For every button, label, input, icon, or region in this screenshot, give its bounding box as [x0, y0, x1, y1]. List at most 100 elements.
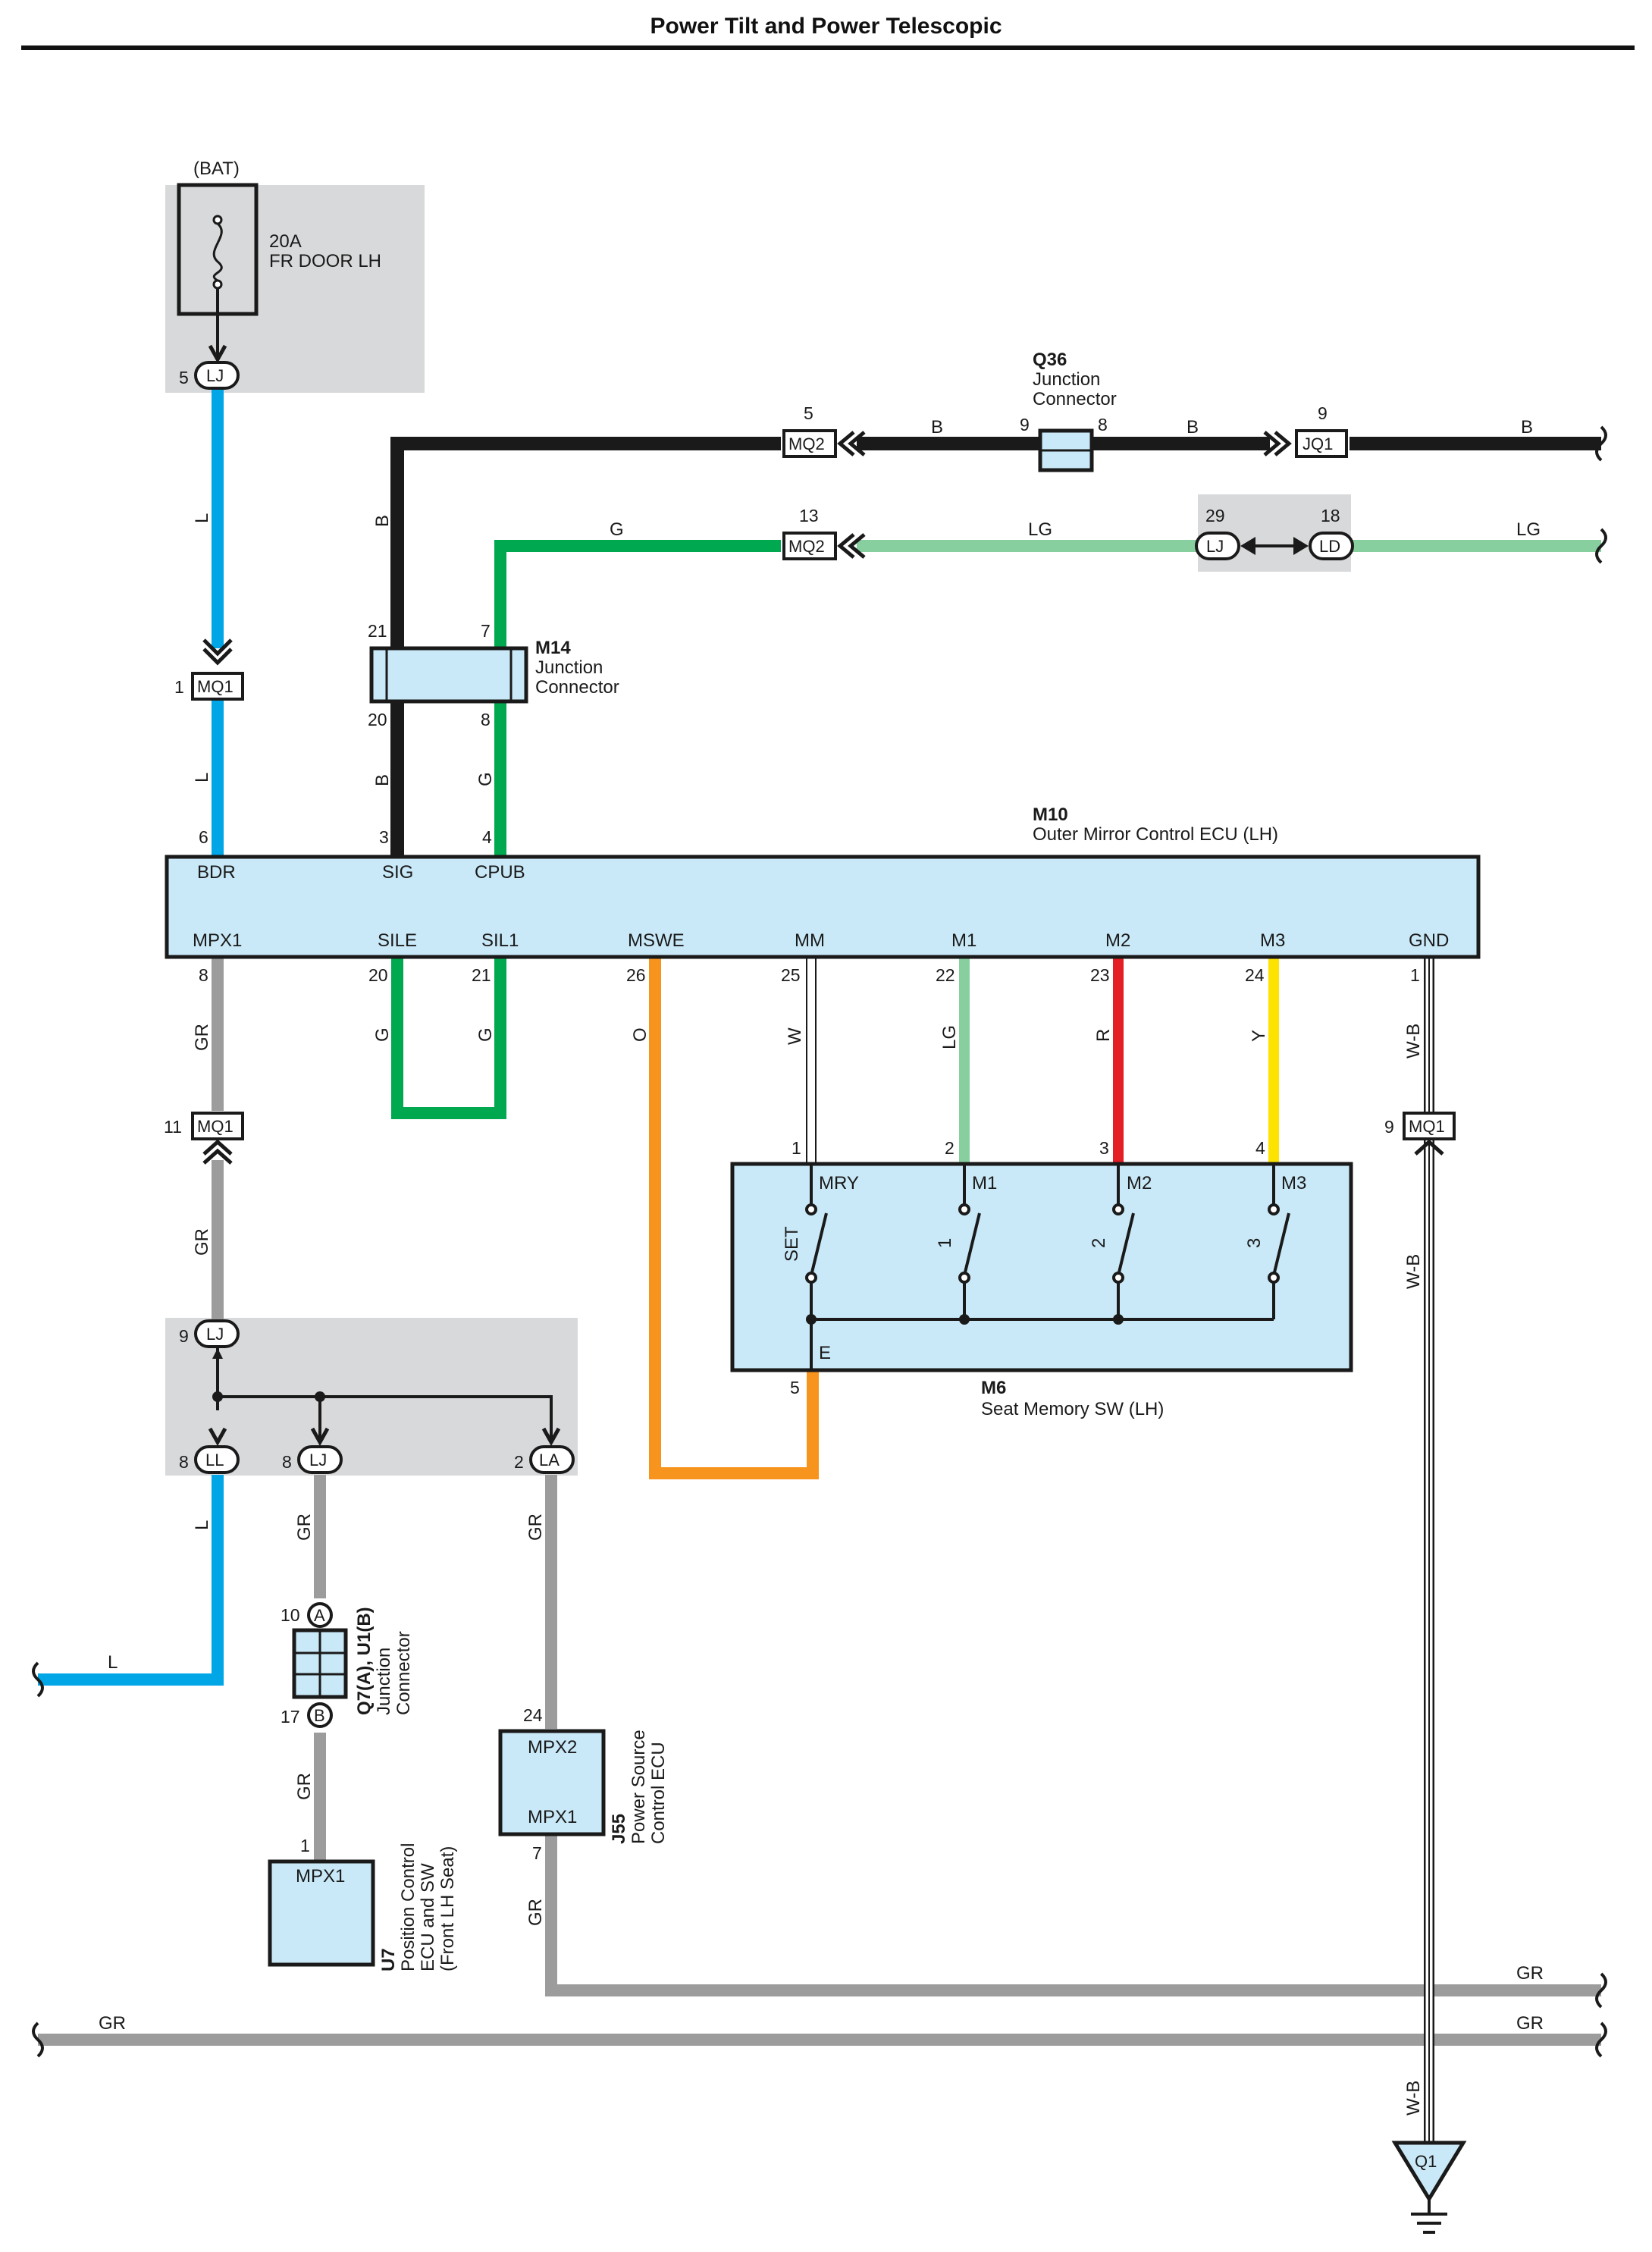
pin-22-m10: 22 — [936, 965, 955, 985]
m14-junction-connector — [369, 646, 528, 704]
wire-label-b-1: B — [372, 515, 393, 527]
m6-id: M6 — [981, 1378, 1006, 1398]
wire-end-gr-bottom-right — [1595, 2021, 1607, 2058]
q7-terminal-a-circle — [307, 1602, 333, 1628]
wire-label-l-2: L — [192, 773, 212, 783]
m14-line2: Connector — [535, 677, 619, 698]
wire-label-lg-2: LG — [939, 1025, 960, 1049]
m10-terminal-sil1: SIL1 — [481, 930, 519, 951]
wire-l-lower — [38, 1475, 224, 1686]
junction-dot — [315, 1391, 325, 1402]
junction-dot — [1113, 1314, 1124, 1325]
connector-la — [529, 1445, 575, 1474]
m6-label-2: 2 — [1089, 1238, 1109, 1248]
wire-end-gr-top — [1595, 1972, 1607, 2009]
pin-1-m10: 1 — [1410, 965, 1420, 985]
wire-label-l-1: L — [192, 513, 212, 523]
connector-mq1-9 — [1403, 1112, 1456, 1140]
m6-terminal-mry: MRY — [819, 1173, 859, 1193]
wire-label-b-top-2: B — [1186, 417, 1199, 438]
pin-11-mq1: 11 — [164, 1117, 182, 1137]
m10-terminal-gnd: GND — [1409, 930, 1449, 951]
j55-id: J55 — [609, 1814, 629, 1844]
chevron-up-icon — [202, 1139, 233, 1165]
chevron-up-icon — [1414, 1139, 1444, 1156]
pin-2-m6: 2 — [945, 1138, 955, 1158]
pin-29-lj: 29 — [1205, 506, 1225, 525]
m6-label-1: 1 — [935, 1238, 955, 1248]
wire-o-mswe — [649, 957, 819, 1479]
pin-9-lj: 9 — [179, 1326, 189, 1346]
arrow-down-icon — [541, 1427, 561, 1447]
ground-q1-label: Q1 — [1415, 2152, 1437, 2171]
q7u1-line2: Connector — [393, 1631, 414, 1715]
fuse-element-icon — [212, 222, 223, 282]
m6-switch-2 — [1112, 1164, 1135, 1319]
pin-3-m10: 3 — [379, 827, 389, 847]
arrow-down-icon — [208, 344, 227, 364]
pin-1-m6: 1 — [792, 1138, 801, 1158]
wire-label-gr-4: GR — [525, 1513, 546, 1541]
wire-end-b — [1595, 425, 1607, 462]
m6-name: Seat Memory SW (LH) — [981, 1399, 1164, 1419]
connector-lj-low — [297, 1445, 343, 1474]
m10-name: Outer Mirror Control ECU (LH) — [1033, 824, 1278, 845]
wire-label-w: W — [785, 1027, 805, 1045]
q7-terminal-b-circle — [307, 1702, 333, 1728]
pin-24-j55: 24 — [523, 1705, 543, 1725]
j55-terminal-mpx2: MPX2 — [528, 1737, 577, 1758]
splice-bus — [218, 1395, 553, 1441]
pin-20-m14: 20 — [368, 710, 387, 729]
m14-id: M14 — [535, 638, 571, 658]
chevron-left-icon — [837, 533, 866, 559]
wire-label-o: O — [630, 1027, 650, 1042]
m6-switch-1 — [958, 1164, 981, 1319]
pin-13-mq2: 13 — [799, 506, 819, 525]
wire-label-gr-3: GR — [294, 1513, 315, 1541]
pin-8-lj: 8 — [282, 1452, 292, 1472]
wire-label-b-2: B — [372, 774, 393, 786]
wire-b-main — [390, 437, 781, 857]
m10-id: M10 — [1033, 805, 1068, 825]
wire-label-b-top-3: B — [1521, 417, 1533, 438]
connector-ll-label: LL — [205, 1451, 224, 1469]
pin-8-q36: 8 — [1098, 415, 1108, 434]
pin-7-m14: 7 — [481, 621, 491, 641]
fuse-contact-bottom — [212, 279, 223, 290]
q7u1-line1: Junction — [374, 1648, 394, 1715]
q36-line2: Connector — [1033, 389, 1117, 409]
wire-end-l — [32, 1661, 44, 1698]
pin-1-u7: 1 — [300, 1836, 310, 1855]
m10-terminal-m2: M2 — [1105, 930, 1130, 951]
wire-label-gr-1: GR — [192, 1024, 212, 1051]
wire-gr-j55-out — [545, 1835, 1601, 1996]
wire-label-lg-top-1: LG — [1028, 519, 1052, 540]
m10-terminal-sig: SIG — [382, 862, 413, 883]
m14-line1: Junction — [535, 657, 603, 678]
wire-label-b-top-1: B — [931, 417, 943, 438]
ground-connector-q1 — [1391, 2141, 1467, 2203]
fuse-name: FR DOOR LH — [269, 251, 381, 271]
m10-terminal-sile: SILE — [378, 930, 417, 951]
connector-mq2-g-label: MQ2 — [788, 537, 825, 556]
wire-end-lg — [1595, 528, 1607, 564]
m10-terminal-m1: M1 — [951, 930, 976, 951]
pin-8-ll: 8 — [179, 1452, 189, 1472]
connector-mq1-11-label: MQ1 — [197, 1117, 234, 1136]
m10-terminal-mswe: MSWE — [628, 930, 685, 951]
arrow-down-icon — [208, 1427, 227, 1447]
m10-terminal-mpx1: MPX1 — [193, 930, 242, 951]
pin-4-m10: 4 — [482, 827, 492, 847]
wire-label-r: R — [1093, 1029, 1114, 1042]
u7-terminal-mpx1: MPX1 — [296, 1866, 345, 1887]
wire-label-gr-left-bottom: GR — [99, 2013, 126, 2034]
pin-9-mq1: 9 — [1384, 1117, 1394, 1137]
pin-24-m10: 24 — [1245, 965, 1265, 985]
pin-9-q36: 9 — [1020, 415, 1030, 434]
wire-label-wb-1: W-B — [1403, 1024, 1424, 1059]
wire-label-gr-5: GR — [294, 1773, 315, 1800]
wire-label-g-2: G — [372, 1027, 393, 1042]
wire-label-gr-6: GR — [525, 1899, 546, 1926]
pin-8-m10: 8 — [199, 965, 208, 985]
wire-end-gr-bottom-left — [32, 2021, 44, 2058]
